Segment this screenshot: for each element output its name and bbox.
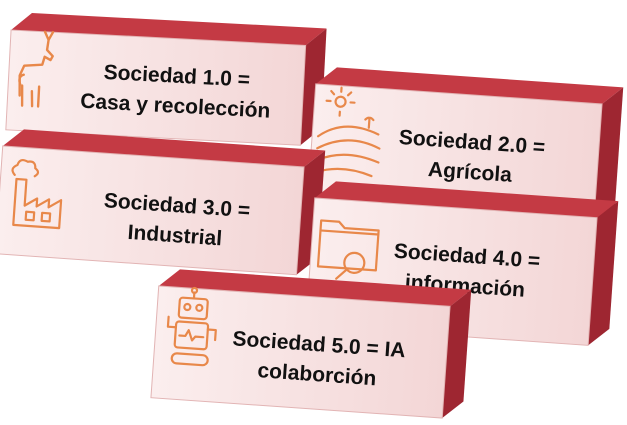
block-top bbox=[2, 129, 326, 168]
factory-icon bbox=[11, 158, 63, 230]
block-side bbox=[592, 87, 624, 236]
block-sociedad-5: Sociedad 5.0 = IA colaborción bbox=[150, 269, 472, 419]
deer-icon bbox=[18, 30, 55, 108]
block-top bbox=[315, 67, 624, 104]
block-sociedad-3: Sociedad 3.0 = Industrial bbox=[0, 129, 326, 276]
block-top bbox=[11, 13, 327, 46]
farm-sun-icon bbox=[314, 86, 381, 178]
block-top bbox=[314, 181, 619, 218]
block-face bbox=[5, 29, 307, 146]
block-side bbox=[588, 201, 619, 346]
robot-icon bbox=[166, 286, 217, 367]
block-sociedad-1: Sociedad 1.0 = Casa y recolección bbox=[5, 13, 327, 146]
block-side bbox=[442, 289, 472, 419]
folder-search-icon bbox=[316, 219, 380, 280]
block-face bbox=[150, 285, 451, 419]
block-face bbox=[0, 145, 305, 276]
block-top bbox=[158, 269, 472, 307]
